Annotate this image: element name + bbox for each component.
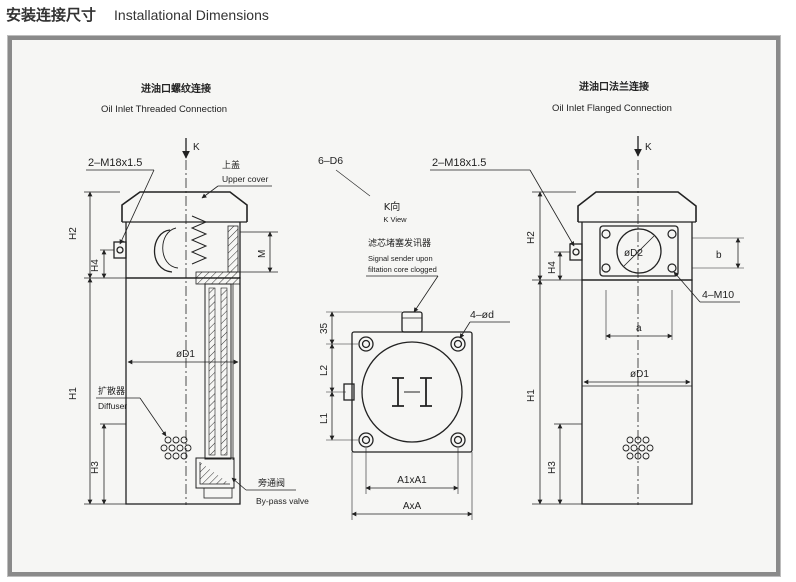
left-filter-element	[204, 283, 232, 460]
right-title-cn: 进油口法兰连接	[579, 80, 649, 93]
right-m10-label: 4–M10	[702, 289, 734, 301]
left-title-en: Oil Inlet Threaded Connection	[101, 104, 227, 115]
right-a-label: a	[636, 323, 642, 334]
left-h1-label: H1	[68, 387, 79, 400]
middle-view-k: 6–D6 K向 K View 滤芯堵塞发讯器 Signal sender upo…	[318, 155, 510, 520]
right-flange	[599, 225, 679, 277]
left-inlet-port	[113, 241, 127, 259]
diffuser-en: Diffuser	[98, 401, 127, 411]
left-bowl	[125, 277, 241, 505]
left-title-cn: 进油口螺纹连接	[141, 82, 211, 95]
right-k-label: K	[645, 142, 652, 153]
signal-en-1: Signal sender upon	[368, 254, 433, 263]
kview-corner-holes	[358, 336, 466, 448]
kview-en: K View	[383, 215, 407, 224]
left-m-label: M	[257, 250, 268, 258]
left-view-threaded: 进油口螺纹连接 Oil Inlet Threaded Connection K	[68, 82, 309, 506]
left-upper-cover	[121, 191, 248, 222]
diffuser-cn: 扩散器	[98, 385, 125, 397]
page-header: 安装连接尺寸 Installational Dimensions	[6, 4, 269, 32]
right-flange-bolts	[601, 229, 677, 273]
left-h2-label: H2	[68, 227, 79, 240]
left-k-label: K	[193, 142, 200, 153]
dim35-label: 35	[319, 322, 330, 334]
right-b-label: b	[716, 250, 722, 261]
left-bypass-valve	[195, 457, 235, 489]
a-label: AxA	[403, 501, 422, 512]
right-inlet-port	[569, 243, 583, 261]
right-thread-label: 2–M18x1.5	[432, 157, 486, 169]
left-h4-label: H4	[90, 259, 101, 272]
kview-bowl-circle	[361, 341, 463, 443]
signal-sender	[401, 311, 423, 333]
right-h4-label: H4	[547, 261, 558, 274]
left-spring	[190, 215, 208, 265]
l2-label: L2	[319, 364, 330, 376]
right-d2-circle	[616, 228, 662, 274]
d6-label: 6–D6	[318, 155, 343, 167]
upper-cover-en: Upper cover	[222, 174, 268, 184]
header-title-en: Installational Dimensions	[114, 7, 269, 23]
holes-label: 4–ød	[470, 309, 494, 321]
header-title-cn: 安装连接尺寸	[6, 6, 97, 24]
left-diffuser-holes	[160, 436, 192, 460]
right-d1-label: øD1	[630, 369, 649, 380]
bypass-cn: 旁通阀	[258, 477, 285, 489]
l1-label: L1	[319, 412, 330, 424]
left-d1-label: øD1	[176, 349, 195, 360]
bypass-en: By-pass valve	[256, 496, 309, 506]
kview-center-symbol	[392, 377, 432, 407]
right-bowl	[581, 279, 693, 505]
right-h3-label: H3	[547, 461, 558, 474]
signal-en-2: filtation core clogged	[368, 265, 437, 274]
left-head-body	[125, 222, 241, 279]
right-view-flanged: 进油口法兰连接 Oil Inlet Flanged Connection K ø…	[430, 80, 744, 505]
left-h3-label: H3	[90, 461, 101, 474]
signal-cn: 滤芯堵塞发讯器	[368, 237, 431, 249]
a1-label: A1xA1	[397, 475, 427, 486]
right-h1-label: H1	[526, 389, 537, 402]
right-d2-label: øD2	[624, 248, 643, 259]
right-h2-label: H2	[526, 231, 537, 244]
upper-cover-cn: 上盖	[222, 159, 240, 171]
right-diffuser-holes	[622, 436, 654, 460]
right-title-en: Oil Inlet Flanged Connection	[552, 103, 672, 114]
right-upper-cover	[577, 191, 697, 222]
kview-cn: K向	[384, 200, 401, 213]
left-thread-label: 2–M18x1.5	[88, 157, 142, 169]
